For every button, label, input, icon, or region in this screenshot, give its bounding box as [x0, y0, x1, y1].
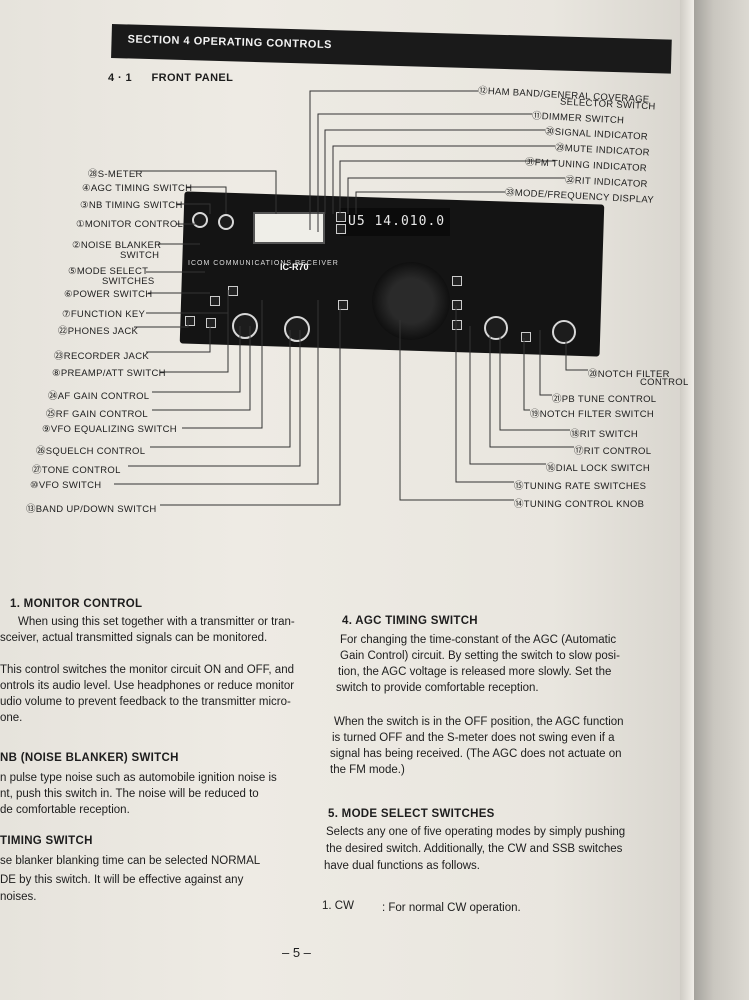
label-vfo-equalizing: ⑨VFO EQUALIZING SWITCH — [42, 424, 177, 435]
paragraph-line: udio volume to prevent feedback to the t… — [0, 696, 291, 708]
label-squelch-control: ㉖SQUELCH CONTROL — [36, 446, 146, 457]
heading-mode-select: 5. MODE SELECT SWITCHES — [328, 808, 495, 820]
model-label: IC-R70 — [280, 262, 309, 272]
s-meter — [253, 212, 325, 244]
page-number: – 5 – — [282, 945, 311, 960]
page-fold — [680, 0, 694, 1000]
label-tone-control: ㉗TONE CONTROL — [32, 465, 121, 476]
paragraph-line: This control switches the monitor circui… — [0, 664, 294, 676]
paragraph-line: DE by this switch. It will be effective … — [0, 874, 244, 886]
paragraph-line: When the switch is in the OFF position, … — [334, 716, 624, 728]
paragraph-line: Selects any one of five operating modes … — [326, 826, 626, 838]
paragraph-line: se blanker blanking time can be selected… — [0, 855, 261, 867]
squelch-tone-knob — [284, 316, 310, 342]
brand-label: ICOM COMMUNICATIONS RECEIVER — [188, 260, 339, 267]
manual-page — [0, 0, 690, 1000]
heading-monitor-control: 1. MONITOR CONTROL — [10, 598, 143, 610]
paragraph-line: signal has being received. (The AGC does… — [330, 748, 622, 760]
label-function-key: ⑦FUNCTION KEY — [62, 309, 146, 320]
panel-switch — [336, 224, 346, 234]
paragraph-line: ontrols its audio level. Use headphones … — [0, 680, 295, 692]
power-switch — [210, 296, 220, 306]
label-tuning-rate-switches: ⑮TUNING RATE SWITCHES — [514, 481, 647, 492]
paragraph-line: n pulse type noise such as automobile ig… — [0, 772, 277, 784]
tuning-dial — [372, 262, 450, 340]
frequency-display: U5 14.010.0 — [340, 208, 450, 236]
subsection-number: 4 · 1 — [108, 72, 133, 84]
label-vfo-switch: ⑩VFO SWITCH — [30, 480, 102, 491]
label-rit-switch: ⑱RIT SWITCH — [570, 429, 639, 440]
subsection-heading: 4 · 1 FRONT PANEL — [108, 72, 233, 84]
label-power-switch: ⑥POWER SWITCH — [64, 289, 153, 300]
heading-nb-switch: NB (NOISE BLANKER) SWITCH — [0, 752, 179, 764]
label-monitor-control: ①MONITOR CONTROL — [76, 219, 184, 230]
paragraph-line: the FM mode.) — [330, 764, 405, 776]
band-down-switch — [338, 300, 348, 310]
label-mode-select: ⑤MODE SELECT — [68, 266, 149, 277]
label-rf-gain: ㉕RF GAIN CONTROL — [46, 409, 148, 420]
label-agc-timing: ④AGC TIMING SWITCH — [82, 183, 193, 194]
paragraph-line: nt, push this switch in. The noise will … — [0, 788, 259, 800]
label-preamp-att: ⑧PREAMP/ATT SWITCH — [52, 368, 166, 379]
heading-timing-switch: TIMING SWITCH — [0, 835, 93, 847]
recorder-jack — [206, 318, 216, 328]
label-notch-filter-switch: ⑲NOTCH FILTER SWITCH — [530, 409, 655, 420]
paragraph-line: switch to provide comfortable reception. — [336, 682, 539, 694]
dial-lock-switch — [452, 320, 462, 330]
paragraph-line: noises. — [0, 891, 37, 903]
list-item-number: 1. CW — [322, 900, 354, 912]
paragraph-line: When using this set together with a tran… — [18, 616, 295, 628]
paragraph-line: tion, the AGC voltage is released more s… — [338, 666, 612, 678]
label-notch-filter-control: ⑳NOTCH FILTER — [588, 369, 670, 380]
label-tuning-control-knob: ⑭TUNING CONTROL KNOB — [514, 499, 645, 510]
notch-knob — [552, 320, 576, 344]
label-recorder-jack: ㉓RECORDER JACK — [54, 351, 149, 362]
label-dial-lock-switch: ⑯DIAL LOCK SWITCH — [546, 463, 650, 474]
tuning-rate-switch — [452, 300, 462, 310]
display-readout: U5 14.010.0 — [348, 214, 446, 229]
paragraph-line: de comfortable reception. — [0, 804, 130, 816]
rit-knob — [484, 316, 508, 340]
af-rf-gain-knob — [232, 313, 258, 339]
paragraph-line: have dual functions as follows. — [324, 860, 480, 872]
next-page-edge — [690, 0, 749, 1000]
paragraph-line: Gain Control) circuit. By setting the sw… — [340, 650, 620, 662]
label-pb-tune-control: ㉑PB TUNE CONTROL — [552, 394, 657, 405]
heading-agc-timing: 4. AGC TIMING SWITCH — [342, 615, 478, 627]
label-phones-jack: ㉒PHONES JACK — [58, 326, 139, 337]
label-mode-select-line2: SWITCHES — [102, 276, 155, 287]
subsection-title: FRONT PANEL — [151, 72, 234, 84]
label-noise-blanker: ②NOISE BLANKER — [72, 240, 162, 251]
list-item-text: : For normal CW operation. — [382, 902, 521, 914]
label-rit-control: ⑰RIT CONTROL — [574, 446, 652, 457]
phones-jack — [185, 316, 195, 326]
notch-switch — [521, 332, 531, 342]
label-band-up-down: ⑬BAND UP/DOWN SWITCH — [26, 504, 157, 515]
paragraph-line: one. — [0, 712, 23, 724]
agc-knob — [218, 214, 234, 230]
paragraph-line: For changing the time-constant of the AG… — [340, 634, 617, 646]
label-notch-filter-control-line2: CONTROL — [640, 377, 689, 388]
panel-switch — [336, 212, 346, 222]
paragraph-line: the desired switch. Additionally, the CW… — [326, 843, 623, 855]
label-s-meter: ㉘S-METER — [88, 169, 143, 180]
label-nb-timing: ③NB TIMING SWITCH — [80, 200, 183, 211]
label-noise-blanker-line2: SWITCH — [120, 250, 160, 261]
paragraph-line: is turned OFF and the S-meter does not s… — [332, 732, 615, 744]
paragraph-line: sceiver, actual transmitted signals can … — [0, 632, 268, 644]
label-af-gain: ㉔AF GAIN CONTROL — [48, 391, 150, 402]
tuning-rate-switch — [452, 276, 462, 286]
